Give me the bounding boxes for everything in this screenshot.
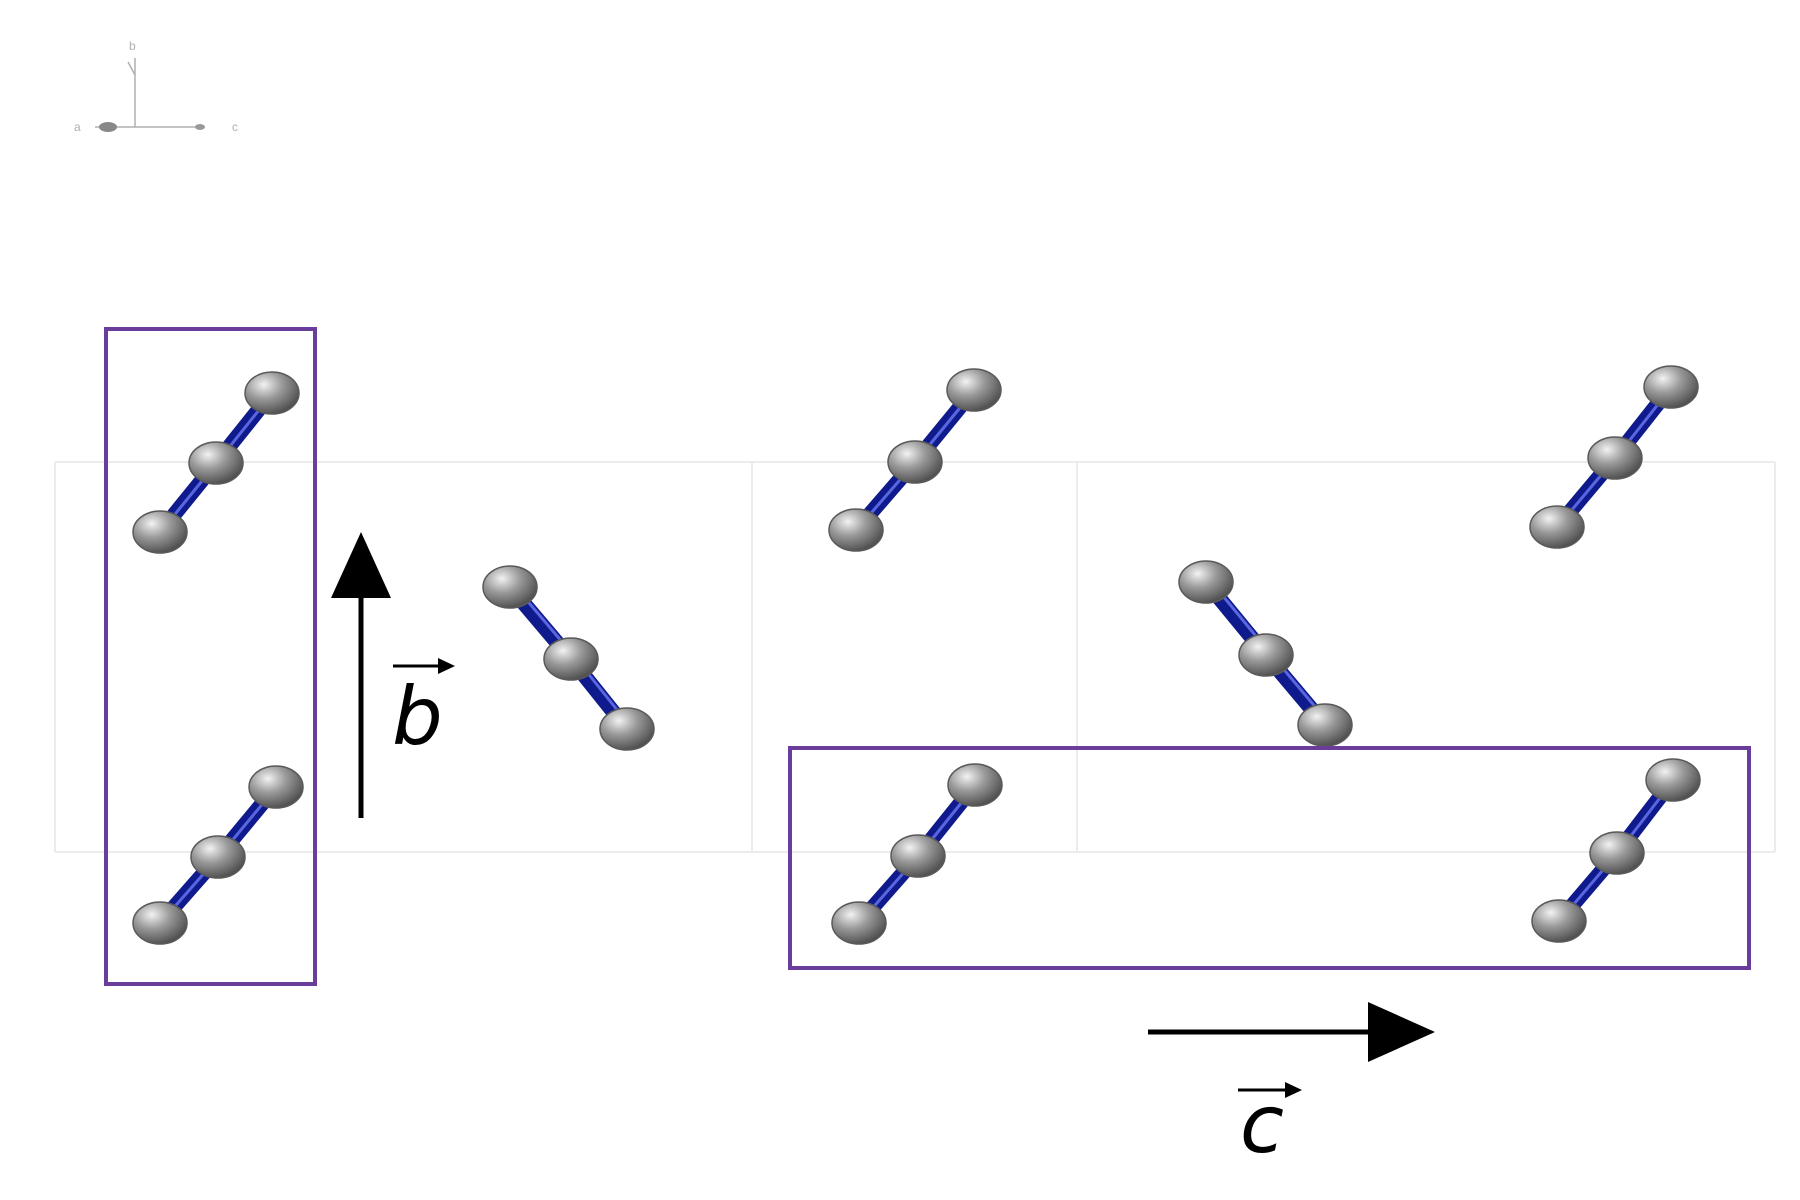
- atom: [828, 508, 884, 552]
- atom: [1178, 560, 1234, 604]
- atom: [190, 835, 246, 879]
- orientation-a-label: a: [74, 120, 81, 134]
- atom: [947, 763, 1003, 807]
- molecule: [1178, 560, 1353, 747]
- molecule: [1531, 758, 1701, 943]
- atom: [1529, 505, 1585, 549]
- molecule: [828, 368, 1002, 552]
- atom: [890, 834, 946, 878]
- atom: [188, 441, 244, 485]
- molecule-layer: [132, 365, 1701, 945]
- vector-c-label-group: c: [1238, 1078, 1302, 1171]
- vector-c-label: c: [1240, 1078, 1284, 1171]
- molecule: [132, 765, 304, 945]
- highlight-box-b: [104, 327, 317, 986]
- orientation-b-label: b: [129, 39, 136, 53]
- vector-b-label-group: b: [392, 658, 455, 763]
- atom: [831, 901, 887, 945]
- atom: [599, 707, 655, 751]
- atom: [244, 371, 300, 415]
- atom: [1587, 436, 1643, 480]
- atom: [1238, 633, 1294, 677]
- orientation-c-label: c: [232, 120, 238, 134]
- molecule: [132, 371, 300, 554]
- molecule: [482, 565, 655, 751]
- atom: [1645, 758, 1701, 802]
- highlight-box-c: [788, 746, 1751, 970]
- vector-b-label: b: [392, 670, 443, 763]
- vector-c-arrow: [1148, 1002, 1435, 1062]
- atom: [887, 440, 943, 484]
- molecule: [831, 763, 1003, 945]
- atom: [248, 765, 304, 809]
- atom: [1589, 831, 1645, 875]
- atom: [543, 637, 599, 681]
- atom: [946, 368, 1002, 412]
- atom: [132, 510, 188, 554]
- molecule: [1529, 365, 1699, 549]
- atom: [482, 565, 538, 609]
- atom: [132, 901, 188, 945]
- atom: [1297, 703, 1353, 747]
- vector-b-arrow: [331, 532, 391, 818]
- atom: [1643, 365, 1699, 409]
- atom: [1531, 899, 1587, 943]
- orientation-axes: [95, 58, 205, 132]
